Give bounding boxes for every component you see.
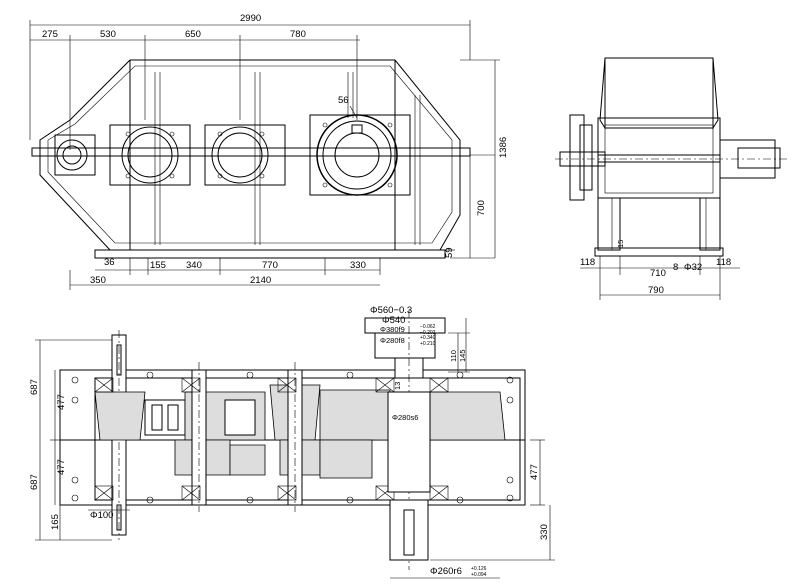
dim-780: 780	[290, 29, 306, 40]
dim-13: 13	[393, 382, 402, 390]
dim-15: 15	[616, 240, 625, 248]
dim-56: 56	[338, 95, 349, 106]
dim-700: 700	[476, 200, 487, 216]
dim-36: 36	[104, 257, 115, 268]
dim-275: 275	[42, 29, 58, 40]
dim-770: 770	[262, 260, 278, 271]
dim-165: 165	[50, 514, 61, 530]
dim-phi280-tol-up: +0.340	[420, 335, 436, 341]
dim-110: 110	[449, 350, 458, 362]
dim-1386: 1386	[498, 137, 509, 158]
dim-477-top: 477	[56, 394, 67, 410]
dim-340: 340	[186, 260, 202, 271]
dim-phi260-tol-lo: +0.094	[471, 572, 487, 578]
dim-phi260-tol-up: +0.126	[471, 566, 487, 572]
dim-477-mid: 477	[56, 459, 67, 475]
dim-118-left: 118	[580, 257, 595, 268]
dim-687-top: 687	[29, 379, 40, 395]
dim-phi380-tol-lo: −0.202	[420, 330, 436, 336]
dim-350: 350	[90, 275, 106, 286]
dim-155: 155	[150, 260, 166, 271]
dim-687-bottom: 687	[29, 474, 40, 490]
dim-118-right: 118	[716, 257, 731, 268]
dim-330: 330	[350, 260, 366, 271]
side-view: 15 118 710 8 Φ32 118 790	[555, 57, 790, 300]
dim-8: 8	[673, 262, 678, 273]
dim-phi380-tol-up: −0.062	[420, 324, 436, 330]
dim-phi280-tol-lo: +0.210	[420, 341, 436, 347]
dim-145: 145	[458, 349, 467, 362]
dim-phi32: Φ32	[684, 262, 702, 273]
dim-530: 530	[100, 29, 116, 40]
front-view: 2990 275 530 650 780	[29, 13, 509, 290]
dim-650: 650	[185, 29, 201, 40]
dim-59: 59	[444, 247, 455, 258]
dim-phi560: Φ560−0.3	[370, 305, 412, 316]
dim-phi280: Φ280f8	[380, 336, 405, 345]
dim-phi280s6: Φ280s6	[392, 413, 418, 422]
dim-phi100: Φ100	[90, 510, 113, 521]
dim-phi380: Φ380f9	[380, 325, 405, 334]
dim-710: 710	[650, 268, 666, 279]
dim-phi540: Φ540	[382, 315, 405, 326]
dim-477-right: 477	[529, 464, 540, 480]
top-view: Φ560−0.3 Φ540 Φ380f9 −0.062 −0.202 Φ280f…	[29, 305, 555, 579]
dim-phi260: Φ260r6	[430, 566, 462, 577]
dim-2140: 2140	[250, 275, 271, 286]
dim-790: 790	[648, 285, 664, 296]
dim-330: 330	[539, 524, 550, 540]
dim-total-width: 2990	[240, 13, 261, 24]
